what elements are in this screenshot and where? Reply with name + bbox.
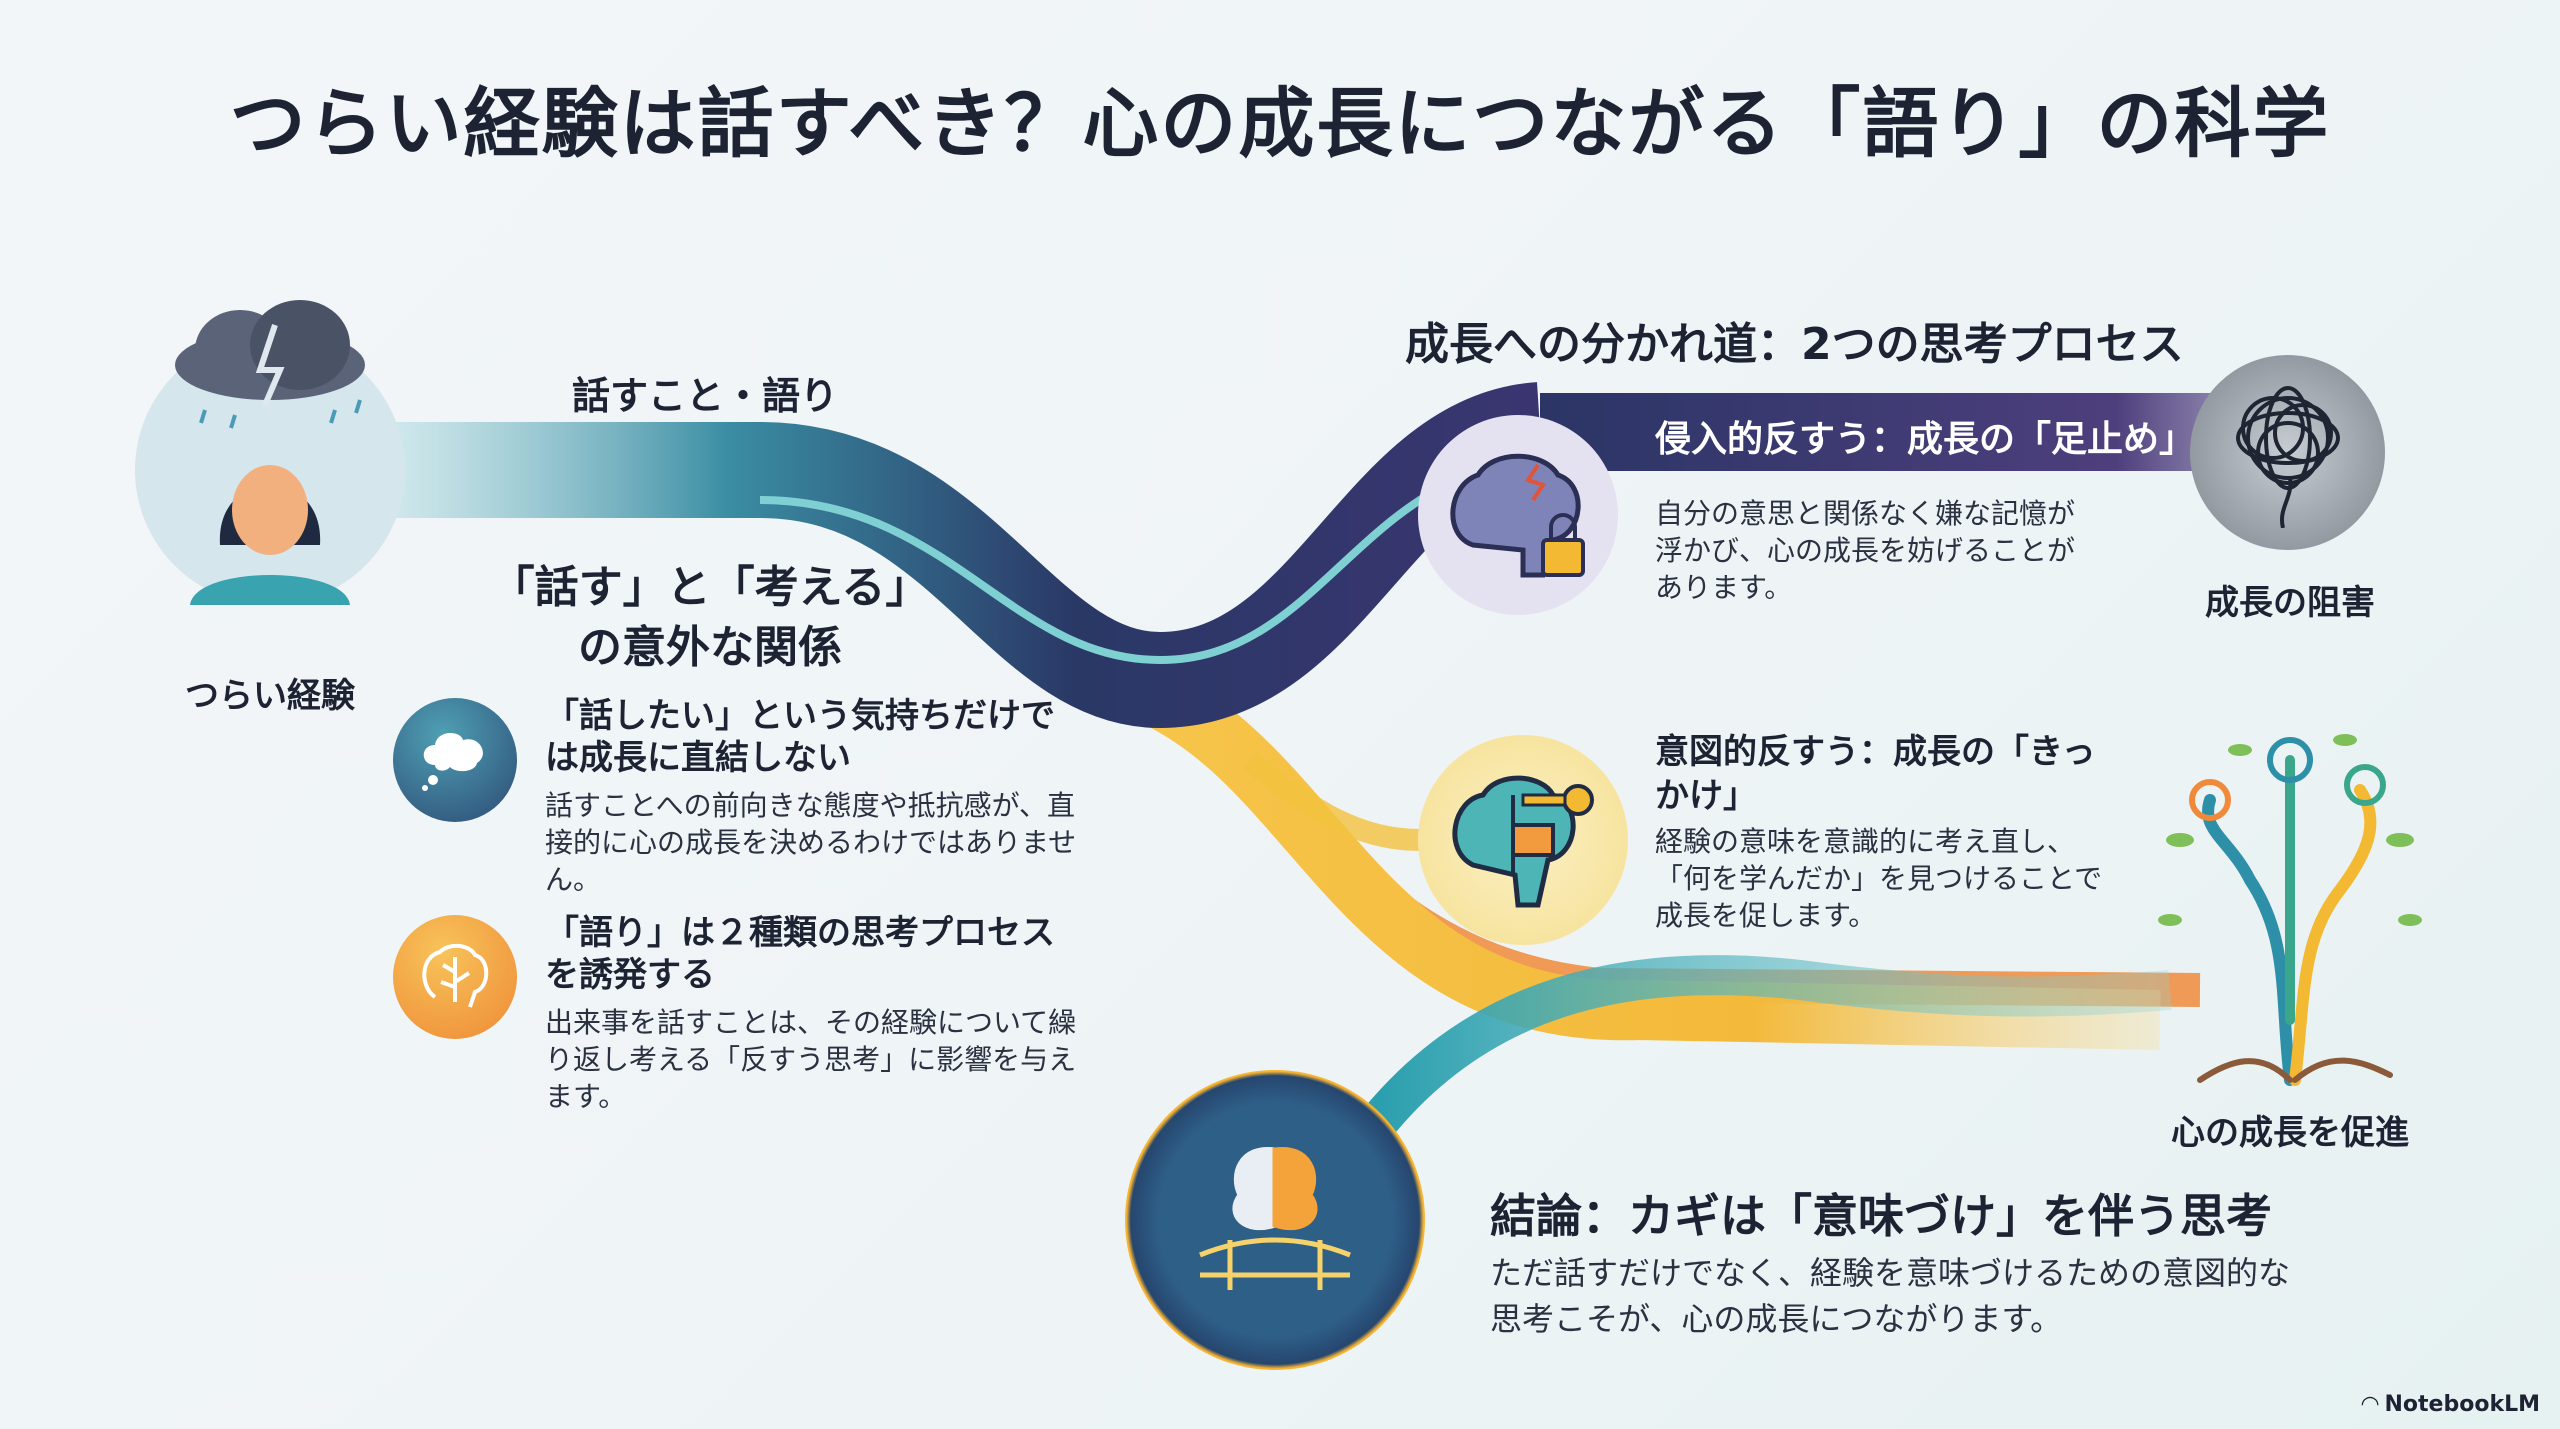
deliberate-heading: 意図的反すう：成長の「きっかけ」 — [1655, 732, 2096, 816]
intrusive-outcome: 成長の阻害 — [2205, 583, 2375, 623]
thought-bubble-icon — [393, 698, 517, 822]
yellow-branch — [1243, 751, 1421, 851]
notebooklm-logo-icon: ◠ — [2361, 1392, 2379, 1417]
main-ribbon — [380, 382, 1546, 729]
relation-item-1-body: 話すことへの前向きな態度や抵抗感が、直接的に心の成長を決めるわけではありません。 — [545, 789, 1077, 896]
page-title: つらい経験は話すべき？心の成長につながる「語り」の科学 — [229, 79, 2331, 168]
brain-bridge-icon — [1125, 1070, 1425, 1370]
growth-tree-icon — [2140, 720, 2440, 1090]
relation-item-2: 「語り」は２種類の思考プロセスを誘発する 出来事を話すことは、その経験について繰… — [545, 912, 1085, 1115]
relation-heading-line2: の意外な関係 — [578, 622, 842, 673]
fork-heading: 成長への分かれ道：2つの思考プロセス — [1405, 319, 2184, 370]
storm-cloud-person-icon — [135, 300, 405, 605]
relation-item-2-heading: 「語り」は２種類の思考プロセスを誘発する — [545, 913, 1055, 995]
deliberate-body: 経験の意味を意識的に考え直し、「何を学んだか」を見つけることで成長を促します。 — [1655, 825, 2103, 932]
flow-label: 話すこと・語り — [571, 374, 838, 418]
teal-ribbon — [1364, 955, 2172, 1133]
brain-circuit-icon — [393, 915, 517, 1039]
start-label: つらい経験 — [185, 676, 355, 716]
locked-brain-icon — [1418, 415, 1618, 615]
brand-label: NotebookLM — [2384, 1392, 2540, 1417]
tangle-icon — [2190, 355, 2385, 550]
relation-item-2-body: 出来事を話すことは、その経験について繰り返し考える「反すう思考」に影響を与えます… — [545, 1006, 1077, 1113]
conclusion-heading: 結論：カギは「意味づけ」を伴う思考 — [1490, 1189, 2272, 1243]
intrusive-banner — [1540, 393, 2260, 471]
deliberate-outcome: 心の成長を促進 — [2171, 1113, 2409, 1153]
relation-item-1-heading: 「話したい」という気持ちだけでは成長に直結しない — [545, 696, 1055, 778]
relation-item-1: 「話したい」という気持ちだけでは成長に直結しない 話すことへの前向きな態度や抵抗… — [545, 695, 1085, 898]
relation-heading-line1: 「話す」と「考える」 — [490, 562, 930, 613]
intrusive-heading: 侵入的反すう：成長の「足止め」 — [1655, 419, 2196, 460]
intrusive-body: 自分の意思と関係なく嫌な記憶が浮かび、心の成長を妨げることがあります。 — [1655, 497, 2076, 604]
conclusion-body: ただ話すだけでなく、経験を意味づけるための意図的な思考こそが、心の成長につながり… — [1490, 1254, 2291, 1338]
relation-heading: 「話す」と「考える」 の意外な関係 — [450, 558, 970, 678]
puzzle-brain-key-icon — [1418, 735, 1628, 945]
notebooklm-brand: ◠ NotebookLM — [2362, 1392, 2540, 1417]
main-ribbon-highlight — [759, 456, 1541, 665]
